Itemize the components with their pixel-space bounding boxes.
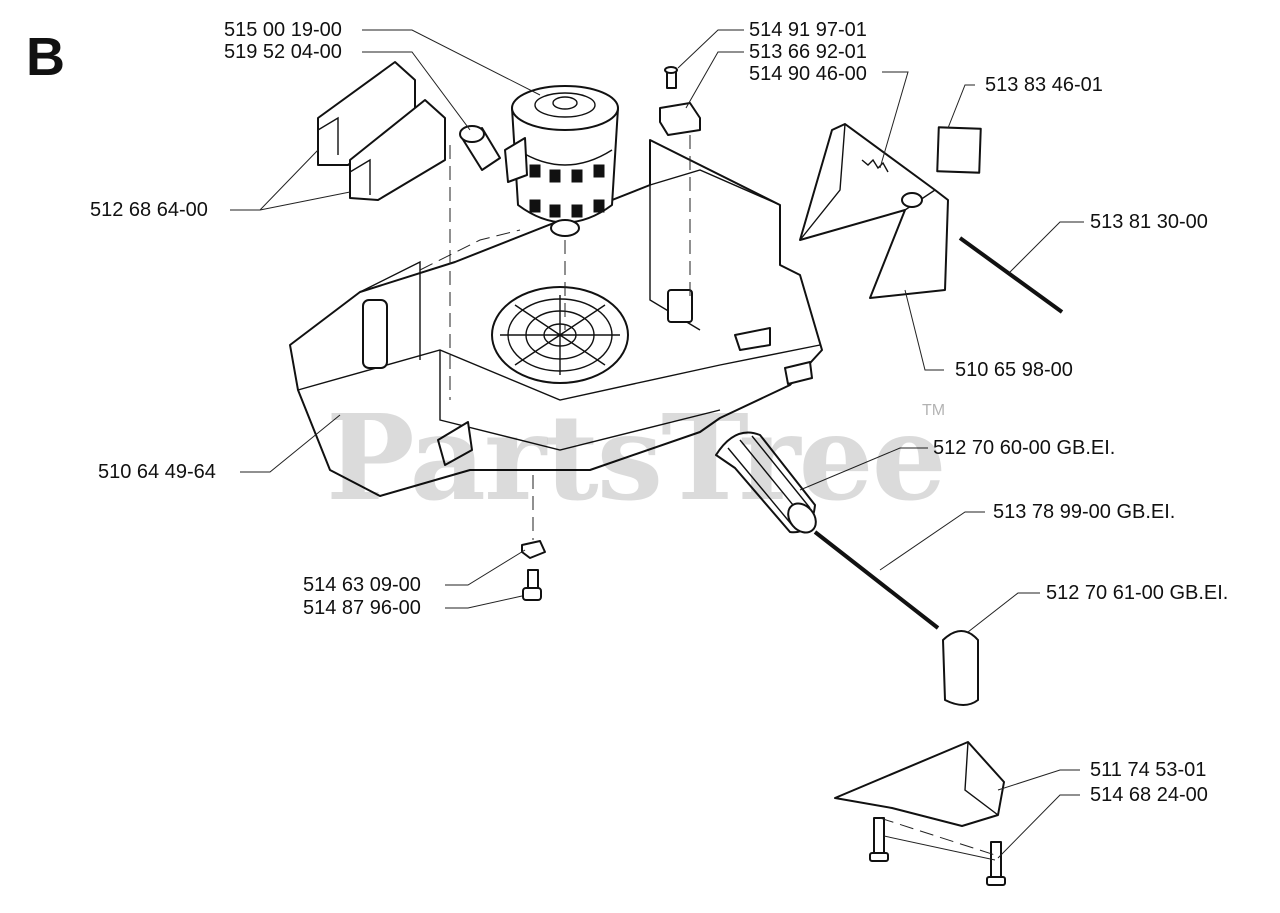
motor — [504, 85, 619, 237]
part-label-519-52-04-00[interactable]: 519 52 04-00 — [224, 41, 342, 63]
handle-grip — [715, 431, 817, 534]
part-label-514-68-24-00[interactable]: 514 68 24-00 — [1090, 784, 1208, 806]
part-label-510-64-49-64[interactable]: 510 64 49-64 — [98, 461, 216, 483]
part-label-514-87-96-00[interactable]: 514 87 96-00 — [303, 597, 421, 619]
assembly-lines — [419, 135, 996, 856]
flap-assembly — [799, 123, 982, 299]
part-label-513-81-30-00[interactable]: 513 81 30-00 — [1090, 211, 1208, 233]
part-label-513-78-99-00[interactable]: 513 78 99-00 GB.EI. — [993, 501, 1176, 523]
part-label-512-70-60-00[interactable]: 512 70 60-00 GB.EI. — [933, 437, 1116, 459]
watermark: PartsTree — [326, 388, 947, 527]
part-label-510-65-98-00[interactable]: 510 65 98-00 — [955, 359, 1073, 381]
top-screw-and-clip — [659, 66, 701, 136]
part-label-514-90-46-00[interactable]: 514 90 46-00 — [749, 63, 867, 85]
section-letter: B — [26, 27, 65, 87]
nozzle-screws — [869, 817, 1006, 886]
clip-pair — [317, 61, 446, 201]
part-label-511-74-53-01[interactable]: 511 74 53-01 — [1090, 759, 1207, 781]
handle-rod — [813, 530, 940, 630]
part-label-513-83-46-01[interactable]: 513 83 46-01 — [985, 74, 1103, 96]
part-label-512-70-61-00[interactable]: 512 70 61-00 GB.EI. — [1046, 582, 1229, 604]
blower-housing — [289, 139, 823, 497]
nut-and-screw — [521, 540, 546, 601]
part-label-514-91-97-01[interactable]: 514 91 97-01 — [749, 19, 867, 41]
nozzle — [834, 741, 1005, 827]
part-label-515-00-19-00[interactable]: 515 00 19-00 — [224, 19, 342, 41]
leader-lines — [230, 29, 1084, 861]
part-label-514-63-09-00[interactable]: 514 63 09-00 — [303, 574, 421, 596]
flap-shaft — [958, 236, 1064, 314]
part-label-513-66-92-01[interactable]: 513 66 92-01 — [749, 41, 867, 63]
watermark-tm: TM — [922, 402, 946, 419]
part-label-512-68-64-00[interactable]: 512 68 64-00 — [90, 199, 208, 221]
end-cap — [942, 630, 979, 706]
capacitor — [459, 125, 501, 171]
